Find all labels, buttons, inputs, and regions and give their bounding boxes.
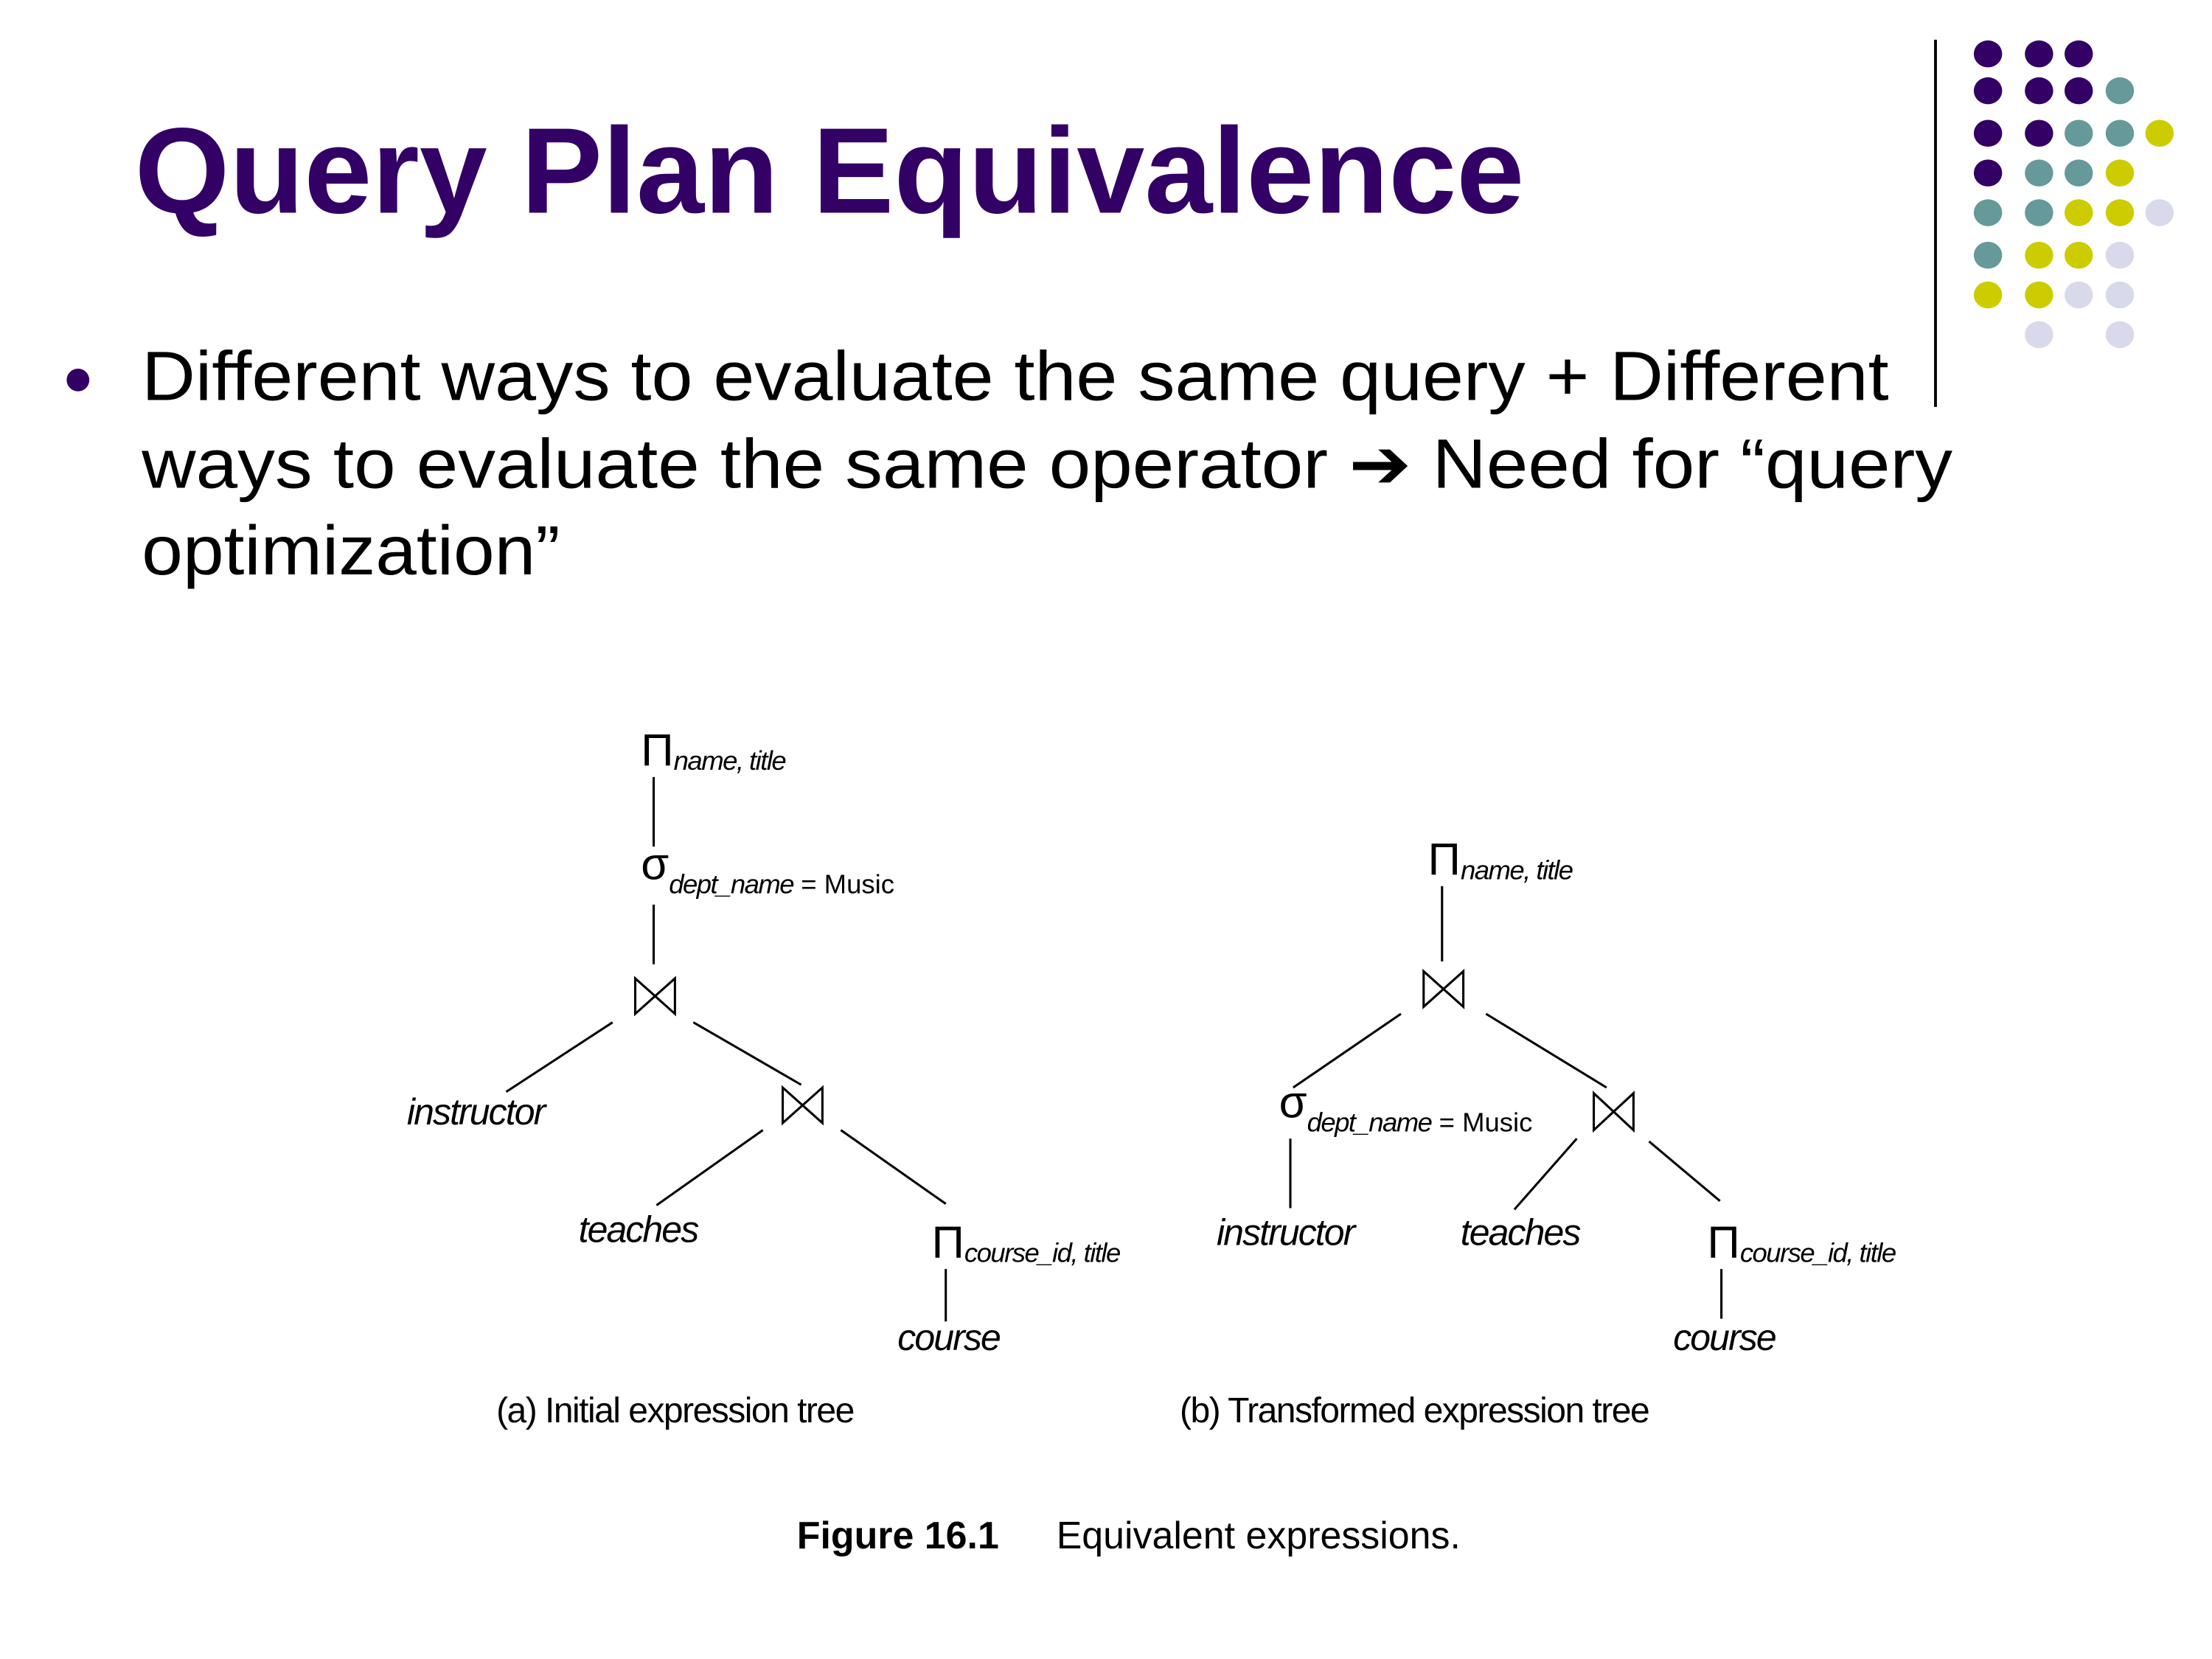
decorative-dot [2105,241,2135,269]
decorative-dot [2025,321,2053,349]
decorative-dot [2065,241,2093,269]
relation-course: course [1673,1317,1775,1358]
decorative-dot [1973,40,2003,68]
projection-node: Πcourse_id, title [1707,1217,1895,1268]
figure-caption: Equivalent expressions. [1057,1514,1461,1557]
decorative-dot [2025,119,2053,147]
bullet-icon [66,369,90,392]
tree-edge [1648,1140,1721,1203]
tree-edge [1292,1012,1402,1089]
decorative-dot [2025,159,2053,187]
decorative-dot [1973,199,2003,226]
decorative-dot [2025,241,2053,269]
selection-node: σdept_name = Music [641,838,894,899]
tree-a-caption: (a) Initial expression tree [496,1391,854,1430]
figure-label: Figure 16.1 [797,1514,999,1557]
tree-edge [1513,1138,1578,1211]
selection-node: σdept_name = Music [1279,1077,1533,1137]
decorative-dot [2105,119,2135,147]
decorative-dot [1973,159,2003,187]
slide-title: Query Plan Equivalence [135,102,1525,239]
decorative-dot [2025,77,2053,105]
decorative-dot [2145,199,2174,226]
projection-node: Πcourse_id, title [931,1217,1119,1268]
bullet-line-2: ways to evaluate the same operator ➔ Nee… [141,425,1952,503]
decorative-dot [2025,40,2053,68]
decorative-dot [1973,119,2003,147]
decorative-dot [2105,77,2135,105]
decorative-dot [2065,199,2093,226]
join-icon [1593,1091,1635,1133]
join-icon [1422,968,1465,1009]
expression-tree-b: Πname, title σdept_name = Music instruct… [1180,835,1896,1430]
decorative-dot [1973,281,2003,309]
projection-node: Πname, title [641,725,785,776]
relation-instructor: instructor [407,1091,548,1133]
join-icon [782,1085,824,1126]
relation-course: course [897,1317,1000,1358]
tree-edge [1485,1012,1607,1089]
decorative-dot [1973,77,2003,105]
decorative-dot [2105,281,2135,309]
decorative-dot [2105,159,2135,187]
decorative-dot [1973,241,2003,269]
decorative-dot [2065,77,2093,105]
bullet-line-3: optimization” [142,512,560,589]
relation-teaches: teaches [1461,1211,1581,1253]
tree-edge [840,1129,947,1205]
join-icon [634,975,676,1017]
expression-tree-a: Πname, title σdept_name = Music instruct… [407,725,1121,1430]
relation-teaches: teaches [579,1209,699,1251]
decorative-dot-grid [1973,40,2174,349]
decorative-dot [2065,119,2093,147]
tree-b-caption: (b) Transformed expression tree [1180,1391,1649,1430]
decorative-dot [2025,199,2053,226]
bullet-line-1: Different ways to evaluate the same quer… [142,337,1888,414]
tree-edge [505,1021,613,1093]
relation-instructor: instructor [1217,1211,1357,1253]
decorative-dot [2025,281,2053,309]
tree-edge [692,1021,802,1086]
decorative-dot [2065,40,2093,68]
decorative-dot [2105,199,2135,226]
decorative-dot [2105,321,2135,349]
decorative-dot [2065,281,2093,309]
tree-edge [655,1129,764,1206]
projection-node: Πname, title [1428,835,1573,886]
decorative-dot [2065,159,2093,187]
decorative-dot [2145,119,2174,147]
